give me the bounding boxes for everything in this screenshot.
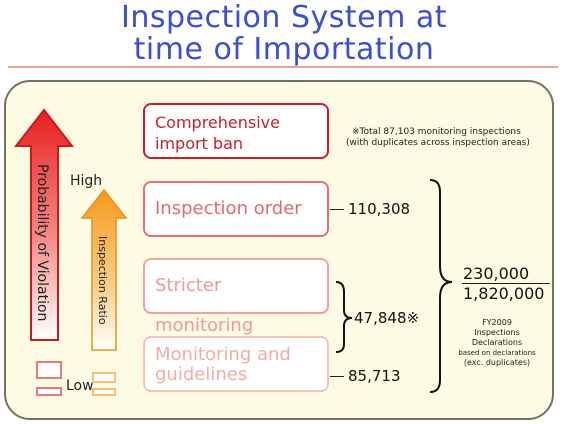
probability-label: Probability of Violation: [34, 164, 50, 322]
high-label: High: [70, 173, 103, 189]
title-divider: [8, 66, 558, 68]
low-marker-orange-small: [92, 388, 116, 396]
box-label: Monitoring and: [155, 344, 291, 365]
stricter-bracket-icon: [335, 281, 353, 353]
monitoring-guidelines-count: 85,713: [348, 367, 401, 385]
inspection-ratio-arrow-icon: [80, 188, 128, 351]
box-label: Inspection order: [155, 198, 302, 219]
leader-line: [330, 209, 344, 210]
stricter-monitoring-count: 47,848※: [354, 309, 420, 327]
total-bracket-icon: [429, 179, 453, 393]
total-inspections: 230,000: [463, 264, 530, 283]
title-line-2: time of Importation: [133, 32, 435, 67]
box-label: guidelines: [155, 364, 248, 385]
box-label: Comprehensive: [155, 113, 280, 132]
inspection-order-box: Inspection order: [143, 181, 329, 237]
low-marker-orange: [92, 372, 116, 383]
low-label: Low: [66, 378, 94, 394]
total-declarations: 1,820,000: [463, 284, 545, 303]
stricter-monitoring-box: Stricter monitoring: [143, 258, 329, 336]
page-title: Inspection System at time of Importation: [0, 0, 568, 66]
monitoring-guidelines-box: Monitoring and guidelines: [143, 336, 329, 392]
note-line: (with duplicates across inspection areas…: [346, 138, 530, 148]
low-marker-red-small: [36, 387, 62, 396]
fy-note: FY2009 Inspections Declarations based on…: [452, 318, 542, 368]
box-label: Stricter monitoring: [155, 275, 254, 336]
fy-line: FY2009: [482, 318, 512, 327]
total-monitoring-note: ※Total 87,103 monitoring inspections (wi…: [346, 127, 530, 149]
box-label: import ban: [155, 134, 244, 153]
note-line: ※Total 87,103 monitoring inspections: [352, 127, 521, 137]
fy-line: based on declarations: [458, 349, 536, 357]
inspection-order-count: 110,308: [348, 200, 411, 218]
leader-line: [330, 376, 344, 377]
inspection-ratio-label: Inspection Ratio: [96, 236, 109, 325]
fy-line: (exc. duplicates): [463, 358, 531, 367]
low-marker-red: [36, 361, 62, 379]
fy-line: Inspections Declarations: [471, 328, 523, 347]
title-line-1: Inspection System at: [120, 0, 448, 35]
comprehensive-import-ban-box: Comprehensive import ban: [143, 103, 329, 159]
fraction-line: [462, 283, 550, 284]
probability-arrow-icon: [13, 108, 75, 341]
